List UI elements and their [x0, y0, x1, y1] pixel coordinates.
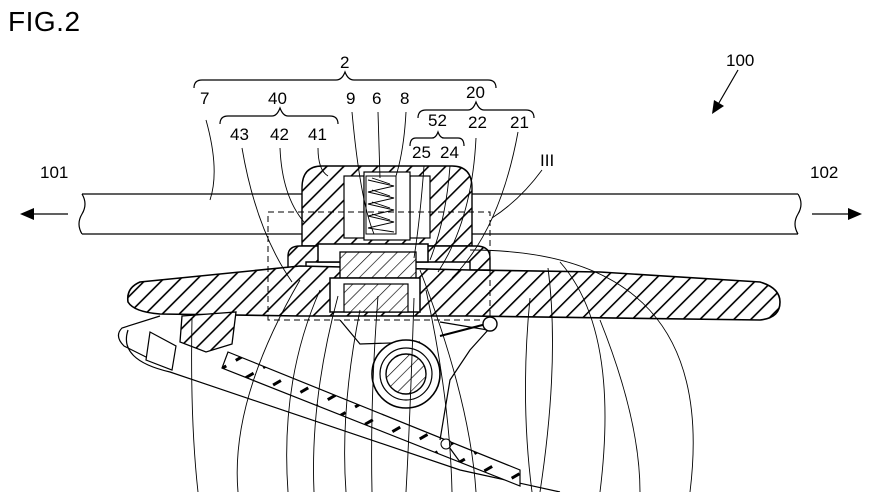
label-42: 42 [270, 125, 289, 144]
label-7: 7 [200, 89, 209, 108]
shaft [371, 339, 461, 463]
label-leaders [205, 69, 739, 283]
bracket-2 [193, 70, 497, 89]
label-2: 2 [340, 53, 349, 72]
label-25: 25 [412, 143, 431, 162]
label-52: 52 [428, 111, 447, 130]
label-102: 102 [810, 163, 838, 182]
label-41: 41 [308, 125, 327, 144]
label-6: 6 [372, 89, 381, 108]
label-22: 22 [468, 113, 487, 132]
slider-block [317, 243, 429, 313]
latch-mechanism [117, 311, 561, 492]
label-20: 20 [466, 83, 485, 102]
spring [365, 175, 397, 235]
label-9: 9 [346, 89, 355, 108]
label-iii: III [540, 151, 554, 170]
label-40: 40 [268, 89, 287, 108]
figure-title: FIG.2 [8, 6, 81, 37]
label-101: 101 [40, 163, 68, 182]
label-100: 100 [726, 51, 754, 70]
leader-curves [191, 249, 694, 492]
label-8: 8 [400, 89, 409, 108]
tongue-plate [126, 265, 781, 321]
label-21: 21 [510, 113, 529, 132]
detail-region-iii [267, 211, 491, 321]
arrow-right-icon [812, 208, 862, 220]
arrow-left-icon [20, 208, 68, 220]
bracket-52 [409, 130, 465, 147]
label-24: 24 [440, 143, 459, 162]
label-43: 43 [230, 125, 249, 144]
bracket-20 [417, 100, 535, 119]
bracket-40 [219, 106, 339, 125]
